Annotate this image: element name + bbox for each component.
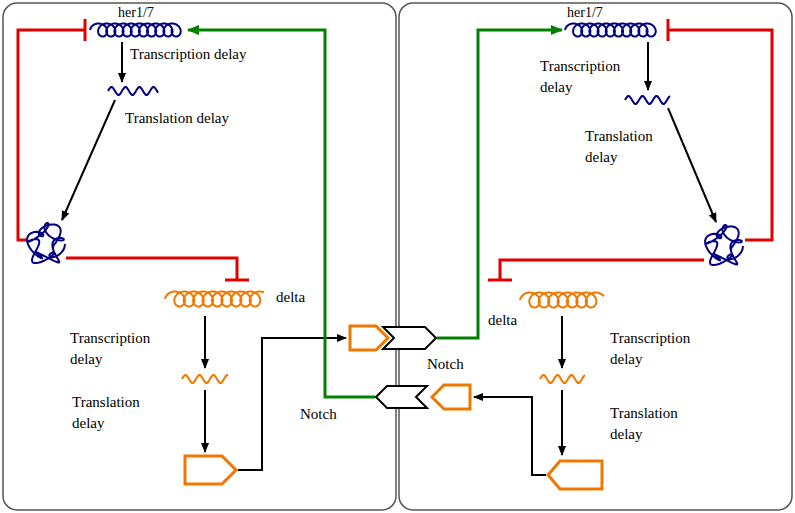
cell-outline xyxy=(399,3,792,510)
activation-connector xyxy=(437,30,562,338)
gene-label: delta xyxy=(276,289,305,306)
arrow xyxy=(62,100,115,220)
notch-shape xyxy=(376,386,427,408)
arrow xyxy=(121,42,123,82)
delta-protein xyxy=(548,461,602,489)
delta-protein xyxy=(350,326,388,350)
arrow xyxy=(204,316,206,368)
inhibition-bar xyxy=(84,19,87,41)
arrow xyxy=(238,338,346,470)
delay-label: Translation delay xyxy=(125,108,285,129)
delay-label: Translation delay xyxy=(72,392,172,434)
arrow xyxy=(474,397,546,475)
inhibition-bar xyxy=(225,279,249,282)
arrow xyxy=(561,316,563,368)
mrna-wave xyxy=(540,375,585,383)
notch-shape xyxy=(383,327,436,349)
delay-label: Translation delay xyxy=(610,403,710,445)
delta-protein xyxy=(432,385,470,409)
her-gene: her1/7 xyxy=(562,3,662,43)
inhibition-bar xyxy=(488,279,512,282)
delay-label: Transcription delay xyxy=(540,56,640,98)
gene-coil xyxy=(90,24,181,37)
arrow xyxy=(204,390,206,452)
arrow xyxy=(668,108,716,222)
notch-receptor: Notch xyxy=(382,326,437,350)
delta-protein xyxy=(185,456,236,484)
gene-label: her1/7 xyxy=(567,4,603,21)
inhibition-line xyxy=(66,258,237,279)
mrna-wave xyxy=(625,96,670,104)
protein-blob xyxy=(705,225,743,265)
delay-label: Transcription delay xyxy=(610,328,710,370)
inhibition-line xyxy=(18,30,85,240)
delta-gene: delta xyxy=(163,283,313,315)
gene-coil xyxy=(520,293,604,308)
gene-coil xyxy=(565,24,656,37)
notch-receptor: Notch xyxy=(375,385,428,409)
arrow xyxy=(561,390,563,455)
her-gene: her1/7 xyxy=(88,3,188,43)
gene-label: Notch xyxy=(427,356,464,373)
node-picture xyxy=(382,326,437,350)
gene-label: her1/7 xyxy=(118,4,154,21)
mrna-wave xyxy=(108,87,158,95)
inhibition-bar xyxy=(667,19,670,41)
protein-blob xyxy=(27,223,65,263)
inhibition-line xyxy=(500,260,704,279)
inhibition-line xyxy=(668,30,772,240)
delay-label: Translation delay xyxy=(585,126,670,168)
mrna-wave xyxy=(182,375,228,383)
delta-gene: delta xyxy=(486,285,608,329)
activation-connector xyxy=(188,30,375,397)
cell-outline xyxy=(3,3,396,510)
delay-label: Transcription delay xyxy=(70,328,175,370)
delay-label: Transcription delay xyxy=(130,44,290,65)
arrow xyxy=(647,42,649,90)
node-picture xyxy=(375,385,428,409)
gene-label: Notch xyxy=(300,406,337,423)
gene-label: delta xyxy=(488,312,517,329)
gene-coil xyxy=(165,292,264,307)
